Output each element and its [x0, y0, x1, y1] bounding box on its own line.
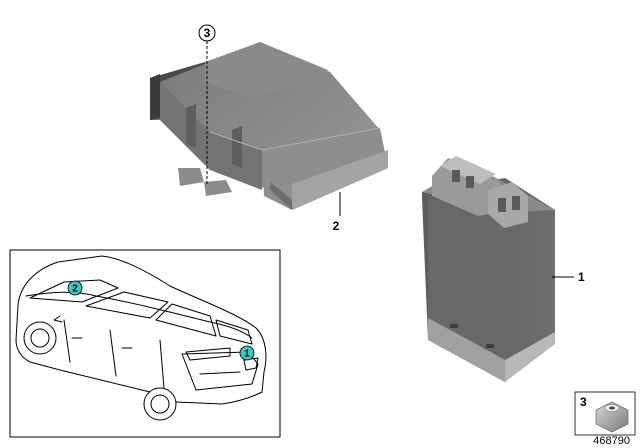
callout-2-label: 2: [333, 219, 340, 233]
callout-3-top-label: 3: [204, 26, 211, 40]
diagram-id: 468790: [593, 435, 630, 447]
nut-icon: [595, 401, 629, 433]
callout-2: 2: [333, 192, 341, 233]
callout-1: 1: [552, 270, 585, 284]
vehicle-location-inset: 2 1: [9, 249, 281, 438]
location-marker-1: 1: [239, 345, 255, 361]
location-marker-1-label: 1: [244, 349, 250, 360]
part-3-legend-box[interactable]: [574, 391, 636, 436]
part-1-module[interactable]: [422, 156, 555, 382]
callout-3-legend-label: 3: [580, 395, 587, 409]
vehicle-outline: [15, 255, 267, 421]
location-marker-2: 2: [67, 280, 83, 296]
location-marker-2-label: 2: [72, 284, 78, 295]
part-2-control-unit[interactable]: [150, 42, 388, 210]
callout-3-top: 3: [198, 24, 216, 185]
callout-1-label: 1: [578, 270, 585, 284]
